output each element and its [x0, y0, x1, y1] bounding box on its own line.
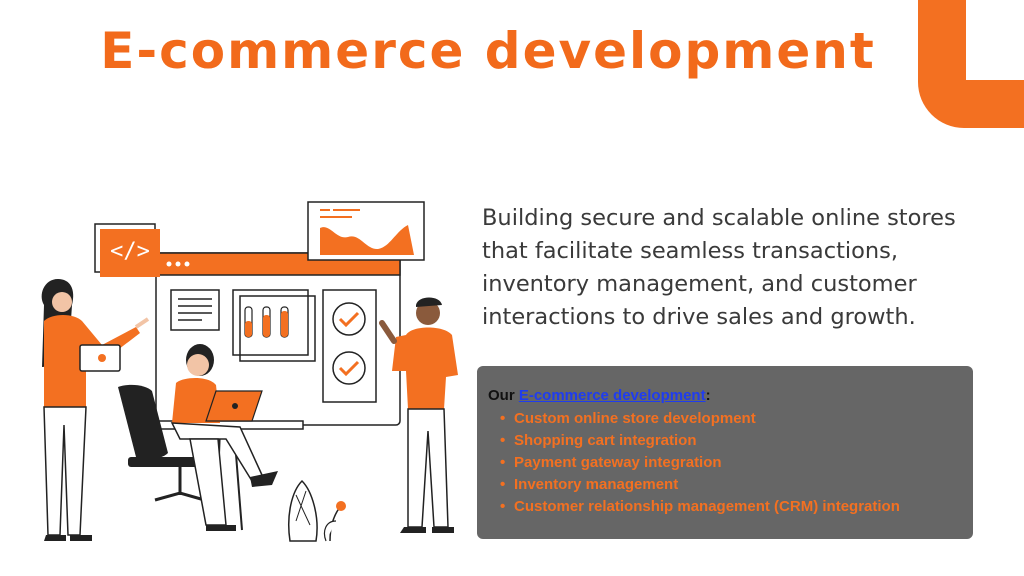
bullet-icon: • [500, 410, 506, 427]
document-icon [170, 289, 220, 331]
code-icon-label: </> [110, 239, 150, 264]
list-item-label: Inventory management [514, 476, 679, 493]
list-item-label: Customer relationship management (CRM) i… [514, 498, 900, 515]
services-heading: Our E-commerce development: [488, 386, 963, 406]
services-heading-prefix: Our [488, 387, 519, 404]
list-item-label: Custom online store development [514, 410, 756, 427]
area-chart-icon [307, 201, 425, 261]
services-panel: Our E-commerce development: • Custom onli… [477, 366, 973, 539]
corner-decoration-inner [966, 0, 1024, 80]
page-title: E-commerce development [100, 22, 876, 80]
list-item: • Payment gateway integration [500, 452, 963, 474]
person-seated [170, 344, 278, 531]
lead-paragraph: Building secure and scalable online stor… [482, 205, 956, 330]
list-item: • Custom online store development [500, 408, 963, 430]
code-icon: </> [94, 223, 160, 277]
bullet-icon: • [500, 454, 506, 471]
laptop-icon [205, 390, 263, 422]
list-item-label: Shopping cart integration [514, 432, 697, 449]
checklist-icon [322, 289, 377, 403]
ecommerce-development-link[interactable]: E-commerce development [518, 387, 706, 404]
person-standing [379, 297, 458, 533]
ecommerce-illustration: </> [41, 201, 458, 542]
bullet-icon: • [500, 432, 506, 449]
list-item-label: Payment gateway integration [514, 454, 722, 471]
list-item: • Inventory management [500, 474, 963, 496]
bar-chart-icon [232, 289, 316, 362]
services-list: • Custom online store development • Shoppi… [488, 408, 963, 518]
services-heading-suffix: : [705, 387, 711, 404]
bullet-icon: • [500, 498, 506, 515]
list-item: • Shopping cart integration [500, 430, 963, 452]
person-with-tablet [41, 279, 150, 541]
chair-icon [118, 384, 209, 503]
bullet-icon: • [500, 476, 506, 493]
list-item: • Customer relationship management (CRM) … [500, 496, 963, 518]
plant-icon [287, 479, 346, 542]
